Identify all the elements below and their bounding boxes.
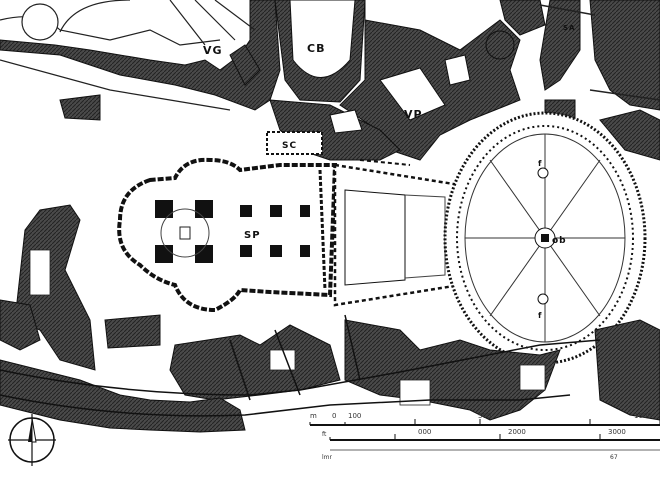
scale-tick-ft-3000: 3000 — [608, 428, 626, 436]
scale-note: 67 — [610, 454, 618, 461]
st-peters-square-colonnade: ob f f — [443, 111, 647, 365]
scale-tick-0: 0 — [332, 412, 336, 420]
scale-tick-1000: 1000 — [634, 412, 652, 420]
label-fountain-north: f — [538, 159, 542, 168]
garden-paths — [0, 0, 256, 111]
label-sc: SC — [282, 141, 297, 151]
vatican-palace — [269, 0, 521, 161]
label-cb: CB — [307, 42, 325, 55]
scale-unit-ft: ft — [322, 431, 327, 438]
cortile-belvedere: CB — [274, 0, 366, 103]
scale-tick-100: 100 — [348, 412, 361, 420]
label-ob: ob — [552, 236, 567, 246]
st-peters-basilica: SP — [117, 157, 338, 313]
piazza-retta — [333, 159, 462, 307]
borgo-south-blocks — [0, 204, 660, 433]
label-sa: SA — [563, 24, 575, 32]
sistine-chapel: SC — [266, 131, 323, 155]
scale-tick-500: 500 — [478, 412, 491, 420]
scale-tick-ft-2000: 2000 — [508, 428, 526, 436]
label-vp: VP — [404, 108, 423, 121]
label-sp: SP — [244, 230, 261, 241]
scale-tick-ft-1000: 000 — [418, 428, 431, 436]
label-vg: VG — [203, 44, 223, 57]
label-fountain-south: f — [538, 311, 542, 320]
scale-bar: m 0 100 500 1000 ft 000 2000 3000 lmr 67 — [309, 412, 660, 461]
north-arrow — [8, 414, 56, 466]
borgo-streets — [0, 314, 601, 417]
scale-unit-lmr: lmr — [322, 454, 333, 461]
vatican-gardens-blocks — [0, 0, 281, 121]
scale-unit-m: m — [310, 412, 317, 420]
